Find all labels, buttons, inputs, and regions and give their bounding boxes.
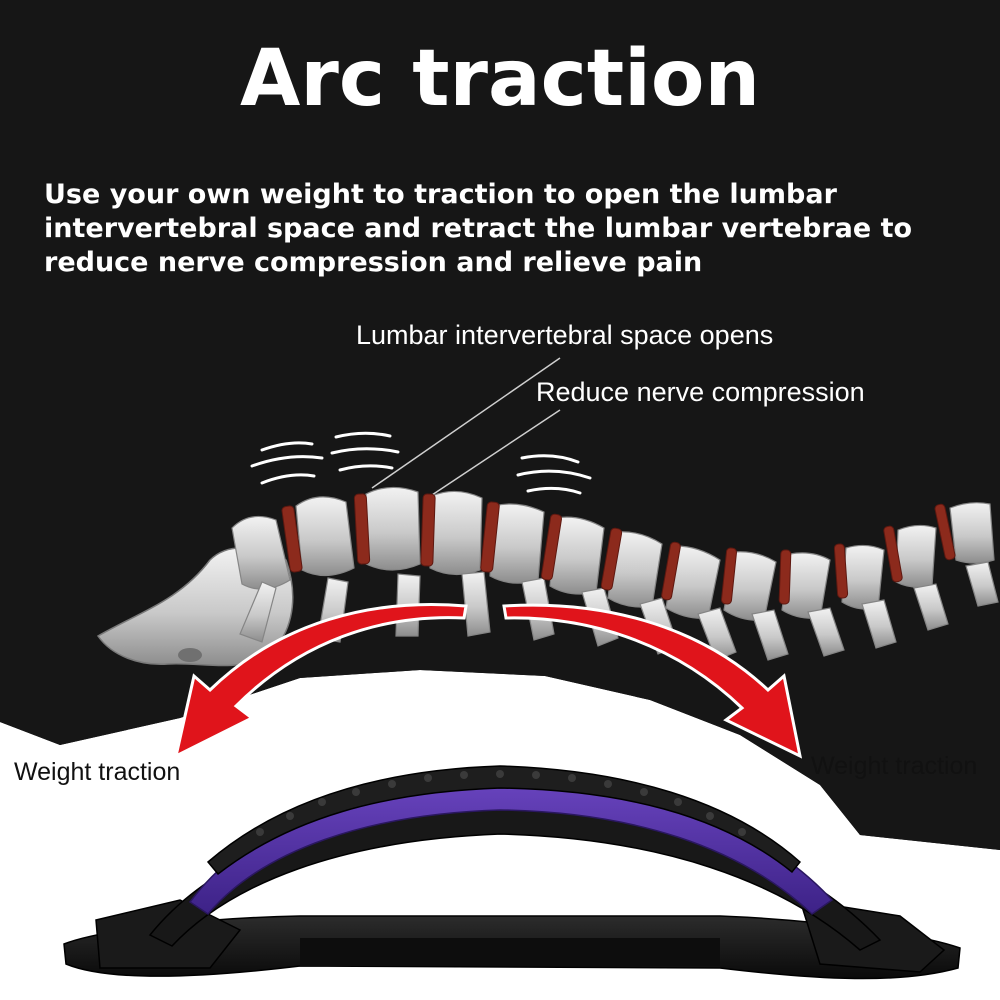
page-title: Arc traction [240,34,760,124]
spine-illustration [96,486,999,667]
callout-nerve-compression: Reduce nerve compression [536,377,865,407]
dark-background-fill [0,0,1000,850]
back-stretcher-device [63,765,961,980]
subtitle-description: Use your own weight to traction to open … [44,179,913,278]
right-arrow [502,603,803,759]
purple-pad [188,775,834,915]
left-arrow [173,603,468,759]
traction-arrows [173,603,803,759]
callout-weight-traction-right: Weight traction [811,752,978,780]
vibration-waves [250,431,592,495]
intervertebral-discs [281,493,956,605]
callout-weight-traction-left: Weight traction [14,758,181,786]
callout-space-opens: Lumbar intervertebral space opens [356,320,774,350]
callout-lines [371,357,561,496]
